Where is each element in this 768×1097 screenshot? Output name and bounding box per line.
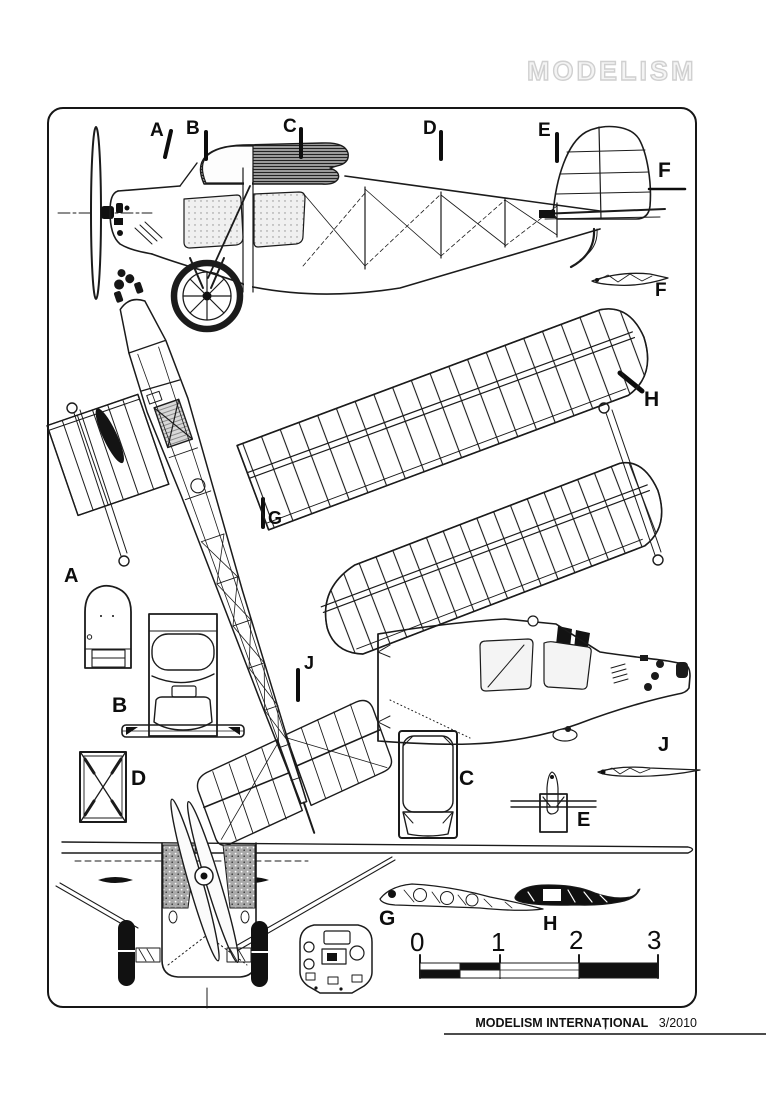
- rib-section-f: [591, 272, 669, 286]
- prop-hub: [101, 206, 114, 219]
- view-marker-j: J: [304, 653, 315, 673]
- stabilizer-tip-left: [98, 877, 133, 883]
- scale-tick-1: 1: [491, 927, 506, 957]
- side-window-2: [543, 641, 592, 690]
- top-view: [46, 269, 393, 846]
- cross-section-a: [84, 584, 132, 669]
- rib-label-h: H: [543, 913, 558, 935]
- wing-panel-right: [236, 308, 649, 531]
- front-view: [55, 798, 694, 1009]
- side-view: [57, 125, 666, 333]
- wheel-left-front-view: [118, 920, 135, 986]
- footer-issue: 3/2010: [658, 1016, 697, 1030]
- instrument-panel: [299, 924, 373, 994]
- center-section-stub: [46, 393, 170, 517]
- rib-label-f: F: [655, 280, 667, 301]
- scale-bar: [419, 954, 659, 979]
- main-wheel-side: [170, 257, 244, 333]
- station-label-f: F: [658, 159, 671, 182]
- fuselage-x-bracing: [302, 188, 558, 267]
- scale-tick-0: 0: [410, 927, 425, 957]
- top-view-x-bracing: [200, 533, 291, 749]
- cross-section-b: [121, 613, 245, 738]
- rib-label-g: G: [379, 907, 396, 930]
- station-label-b: B: [186, 118, 200, 139]
- section-label-c: C: [459, 767, 475, 790]
- section-label-b: B: [112, 694, 128, 717]
- rib-section-h: [514, 884, 641, 906]
- station-label-c: C: [283, 116, 297, 137]
- tailplane-top-view: [196, 699, 393, 846]
- wheel-right-front-view: [251, 921, 268, 987]
- fuel-cap: [527, 615, 539, 627]
- forward-fuselage-side-view: [377, 615, 691, 746]
- scale-tick-3: 3: [647, 925, 662, 955]
- tail-fin-side: [539, 125, 666, 269]
- scale-tick-2: 2: [569, 925, 584, 955]
- section-label-d: D: [131, 767, 147, 790]
- cross-section-e: [510, 771, 597, 833]
- wing-panel-left: [320, 461, 663, 655]
- station-label-d: D: [423, 118, 437, 139]
- cabin-window-2: [253, 191, 306, 248]
- propeller-side: [90, 126, 102, 300]
- footer-rule: [444, 1033, 766, 1035]
- headrest-fairing: [201, 145, 254, 184]
- footer-magazine-title: MODELISM INTERNAȚIONAL: [475, 1016, 649, 1030]
- tail-skid: [569, 227, 596, 269]
- wing-front-view: [61, 841, 694, 854]
- view-marker-g: G: [268, 508, 283, 528]
- prop-hub-front-view: [676, 662, 688, 678]
- rib-section-g: [379, 883, 544, 911]
- footer: MODELISM INTERNAȚIONAL 3/2010: [447, 1016, 697, 1030]
- rib-section-j: [597, 766, 701, 778]
- section-label-e: E: [577, 809, 591, 831]
- watermark: MODELISM: [526, 55, 697, 86]
- section-label-a: A: [64, 565, 79, 587]
- station-label-e: E: [538, 120, 551, 141]
- station-label-a: A: [150, 120, 164, 141]
- rib-label-j: J: [658, 734, 670, 756]
- cross-section-c: [398, 730, 458, 839]
- view-marker-h: H: [644, 388, 660, 411]
- cross-section-d: [79, 751, 127, 823]
